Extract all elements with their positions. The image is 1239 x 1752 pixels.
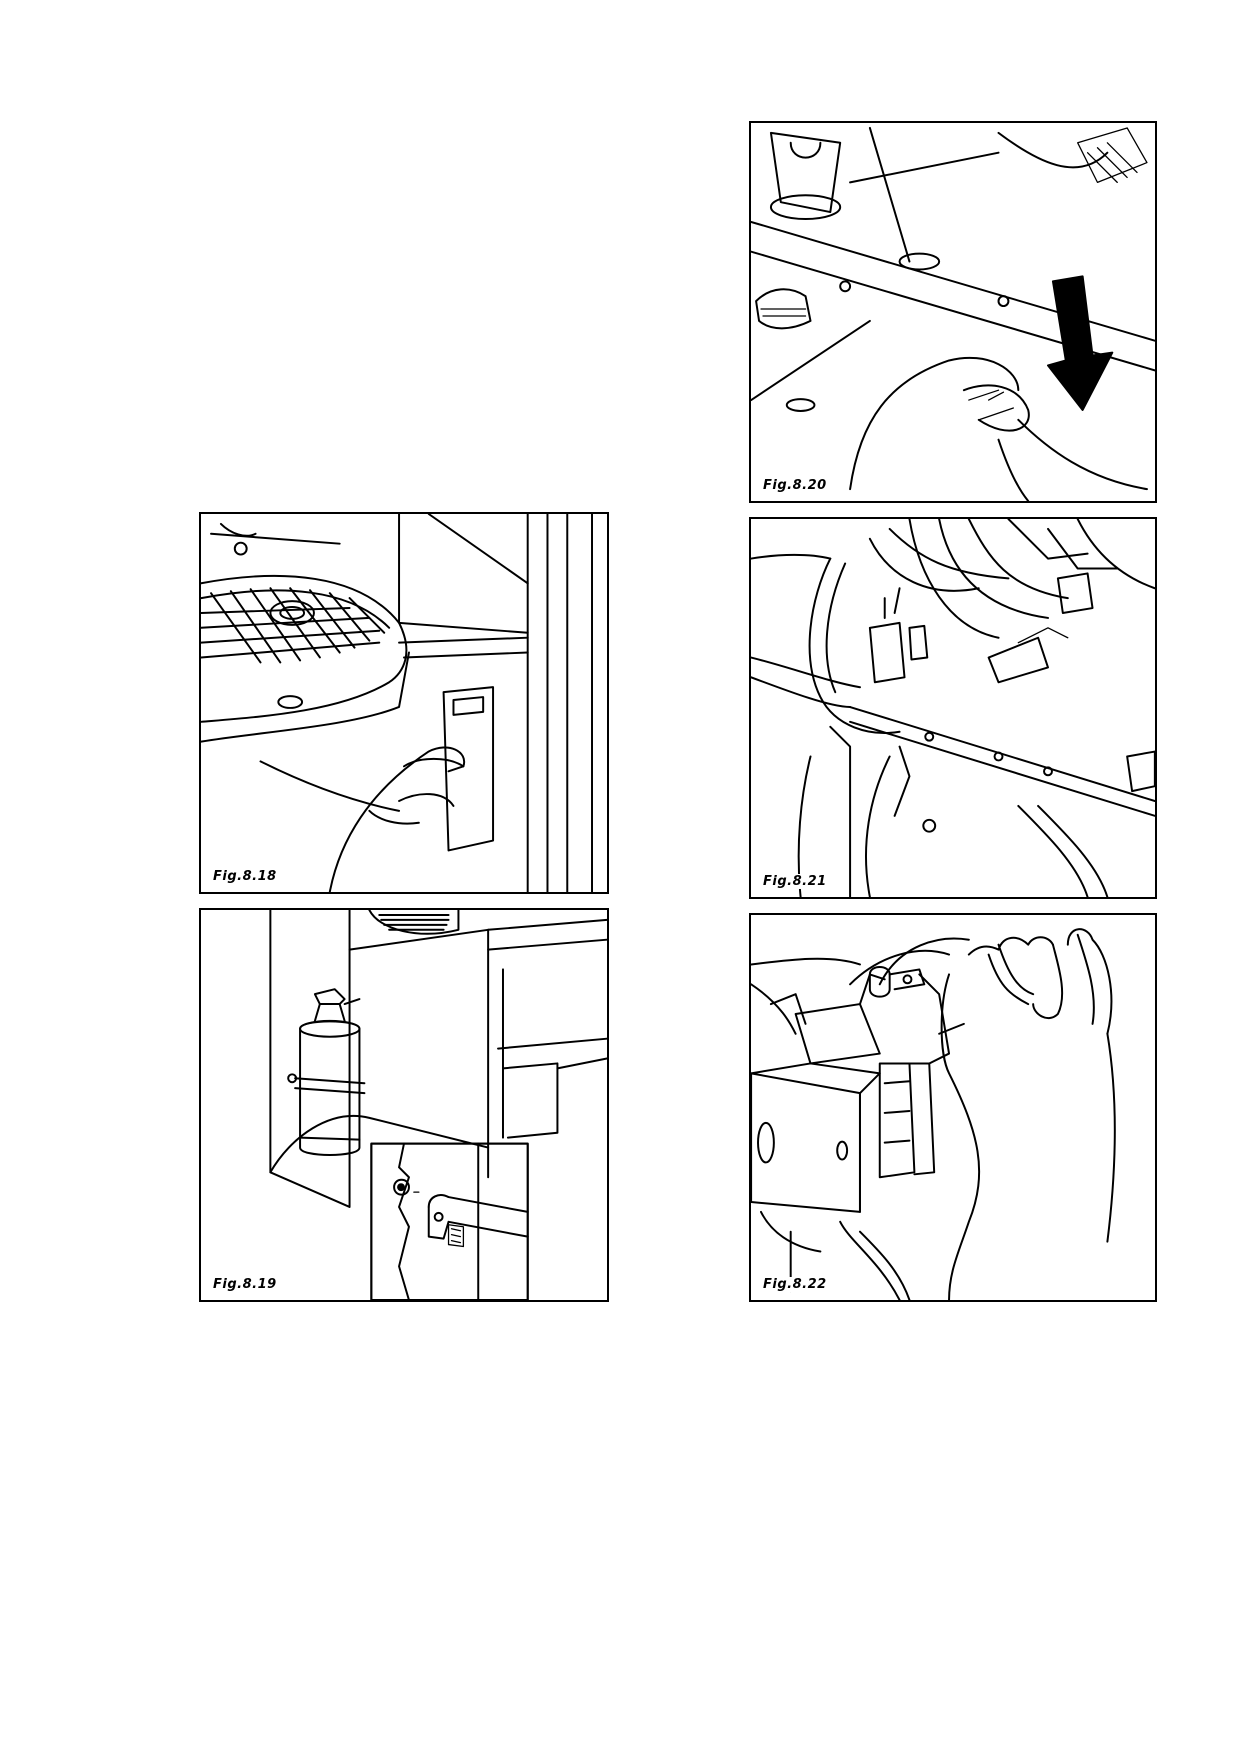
figure-8-19-illustration xyxy=(269,910,607,1300)
figure-caption: Fig.8.21 xyxy=(761,874,829,889)
figure-caption: Fig.8.18 xyxy=(211,869,279,884)
figure-8-19: Fig.8.19 xyxy=(199,908,609,1302)
figure-8-18: Fig.8.18 xyxy=(199,512,609,894)
figure-caption: Fig.8.19 xyxy=(211,1277,279,1292)
figure-8-20: Fig.8.20 xyxy=(749,121,1157,503)
figure-caption: Fig.8.20 xyxy=(761,478,829,493)
figure-8-21-illustration xyxy=(751,519,1155,897)
figure-8-20-illustration xyxy=(751,126,1155,501)
figure-8-21: Fig.8.21 xyxy=(749,517,1157,899)
figure-8-18-illustration xyxy=(201,514,593,892)
figure-caption: Fig.8.22 xyxy=(761,1277,829,1292)
figure-8-22: Fig.8.22 xyxy=(749,913,1157,1302)
figure-8-22-illustration xyxy=(751,928,1116,1300)
